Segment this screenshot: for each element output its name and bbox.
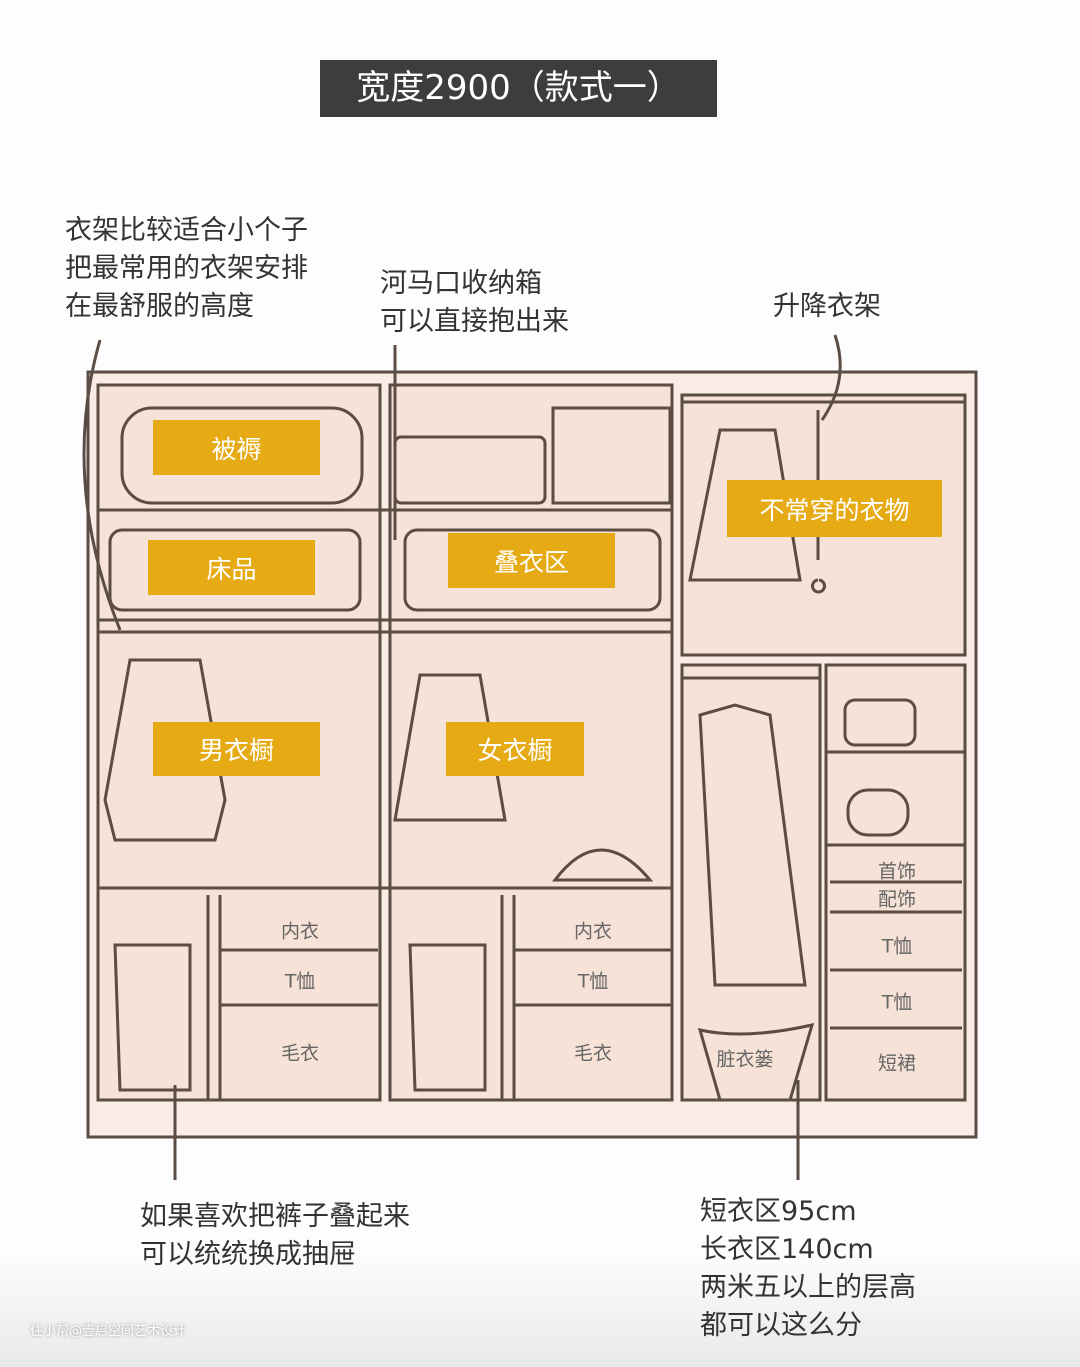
pants-note: 如果喜欢把裤子叠起来 可以统统换成抽屉	[140, 1198, 410, 1274]
hanger-note: 衣架比较适合小个子 把最常用的衣架安排 在最舒服的高度	[65, 212, 308, 326]
note-line: 升降衣架	[773, 291, 881, 322]
drawer-label: T恤	[881, 935, 913, 958]
drawer-label: 短裙	[877, 1052, 917, 1075]
note-line: 河马口收纳箱	[380, 268, 542, 299]
drawer-label: T恤	[881, 991, 913, 1014]
box-note: 河马口收纳箱 可以直接抱出来	[380, 265, 569, 341]
tag-bedding: 床品	[148, 540, 315, 595]
size-note: 短衣区95cm 长衣区140cm 两米五以上的层高 都可以这么分	[700, 1193, 916, 1345]
bottom-fade	[0, 1250, 1080, 1367]
drawer-label: T恤	[577, 970, 609, 993]
note-line: 都可以这么分	[700, 1310, 862, 1341]
drawer-label: 毛衣	[280, 1042, 320, 1065]
note-line: 可以直接抱出来	[380, 306, 569, 337]
tag-rarely-worn: 不常穿的衣物	[727, 480, 942, 537]
drawer-label: 毛衣	[573, 1042, 613, 1065]
laundry-basket-label: 脏衣篓	[716, 1048, 774, 1071]
lift-note: 升降衣架	[773, 288, 881, 326]
watermark: 住小帮@壹启空间艺术设计	[30, 1324, 187, 1339]
tag-folding-area: 叠衣区	[448, 533, 615, 588]
drawer-label: T恤	[284, 970, 316, 993]
note-line: 两米五以上的层高	[700, 1272, 916, 1303]
note-line: 在最舒服的高度	[65, 291, 254, 322]
note-line: 长衣区140cm	[700, 1234, 874, 1265]
note-line: 短衣区95cm	[700, 1196, 857, 1227]
note-line: 如果喜欢把裤子叠起来	[140, 1201, 410, 1232]
drawer-label: 配饰	[877, 888, 917, 911]
note-line: 把最常用的衣架安排	[65, 253, 308, 284]
drawer-label: 内衣	[573, 920, 613, 943]
tag-womens-wardrobe: 女衣橱	[446, 722, 584, 776]
note-line: 可以统统换成抽屉	[140, 1239, 356, 1270]
drawer-label: 内衣	[280, 920, 320, 943]
tag-mens-wardrobe: 男衣橱	[153, 722, 320, 776]
drawer-label: 首饰	[877, 860, 917, 883]
note-line: 衣架比较适合小个子	[65, 215, 308, 246]
page-title: 宽度2900（款式一）	[320, 60, 717, 117]
tag-quilt: 被褥	[153, 420, 320, 475]
